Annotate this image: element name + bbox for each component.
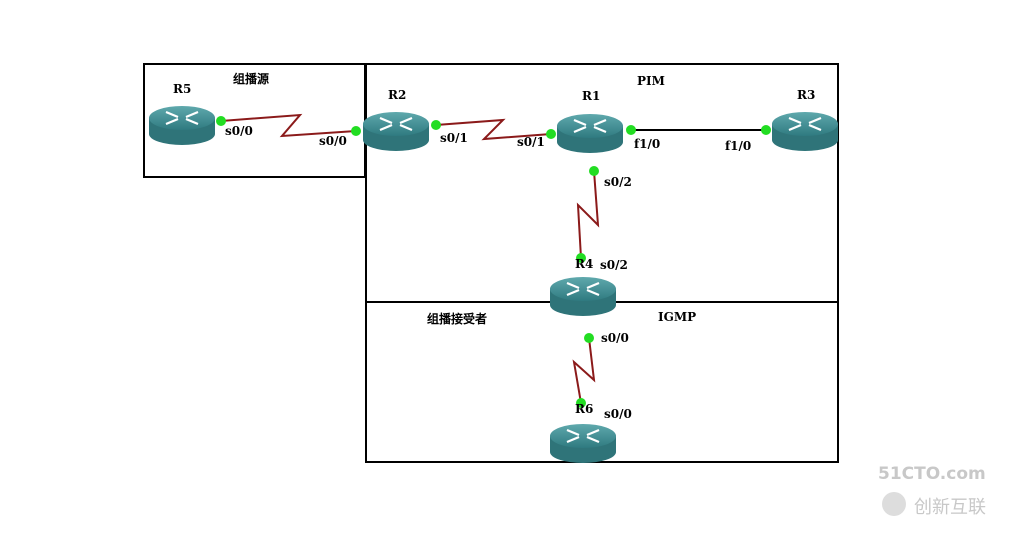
iface-r6-s00: s0/0 — [604, 407, 632, 421]
router-label-r5: R5 — [173, 82, 192, 96]
serial-link-r4-r6[interactable] — [572, 337, 596, 404]
router-label-r4: R4 — [575, 257, 594, 271]
area-label-receiver: 组播接受者 — [427, 312, 488, 326]
iface-r4-s02: s0/2 — [600, 258, 628, 272]
router-label-r6: R6 — [575, 402, 594, 416]
router-label-r1: R1 — [582, 89, 601, 103]
area-label-igmp: IGMP — [658, 310, 697, 324]
router-r3-icon[interactable] — [770, 110, 840, 153]
router-r5-icon[interactable] — [147, 104, 217, 147]
watermark-brand: 创新互联 — [914, 497, 986, 518]
iface-r2-s01: s0/1 — [440, 131, 468, 145]
watermark-site: 51CTO.com — [878, 464, 986, 484]
serial-link-r2-r1[interactable] — [435, 118, 552, 141]
router-r1-icon[interactable] — [555, 112, 625, 155]
iface-r1-s02: s0/2 — [604, 175, 632, 189]
port-dots — [216, 116, 771, 408]
router-r4-icon[interactable] — [548, 275, 618, 318]
serial-link-r1-r4[interactable] — [576, 170, 600, 259]
router-label-r3: R3 — [797, 88, 816, 102]
iface-r5-s00: s0/0 — [225, 124, 253, 138]
iface-r2-s00: s0/0 — [319, 134, 347, 148]
iface-r3-f10: f1/0 — [725, 139, 752, 153]
router-r2-icon[interactable] — [361, 110, 431, 153]
iface-r1-s01: s0/1 — [517, 135, 545, 149]
area-label-source: 组播源 — [233, 72, 270, 86]
router-label-r2: R2 — [388, 88, 407, 102]
watermark-logo-icon — [882, 492, 906, 516]
iface-r4-s00: s0/0 — [601, 331, 629, 345]
iface-r1-f10: f1/0 — [634, 137, 661, 151]
serial-link-r5-r2[interactable] — [220, 113, 357, 138]
area-label-pim: PIM — [637, 74, 665, 88]
router-r6-icon[interactable] — [548, 422, 618, 465]
